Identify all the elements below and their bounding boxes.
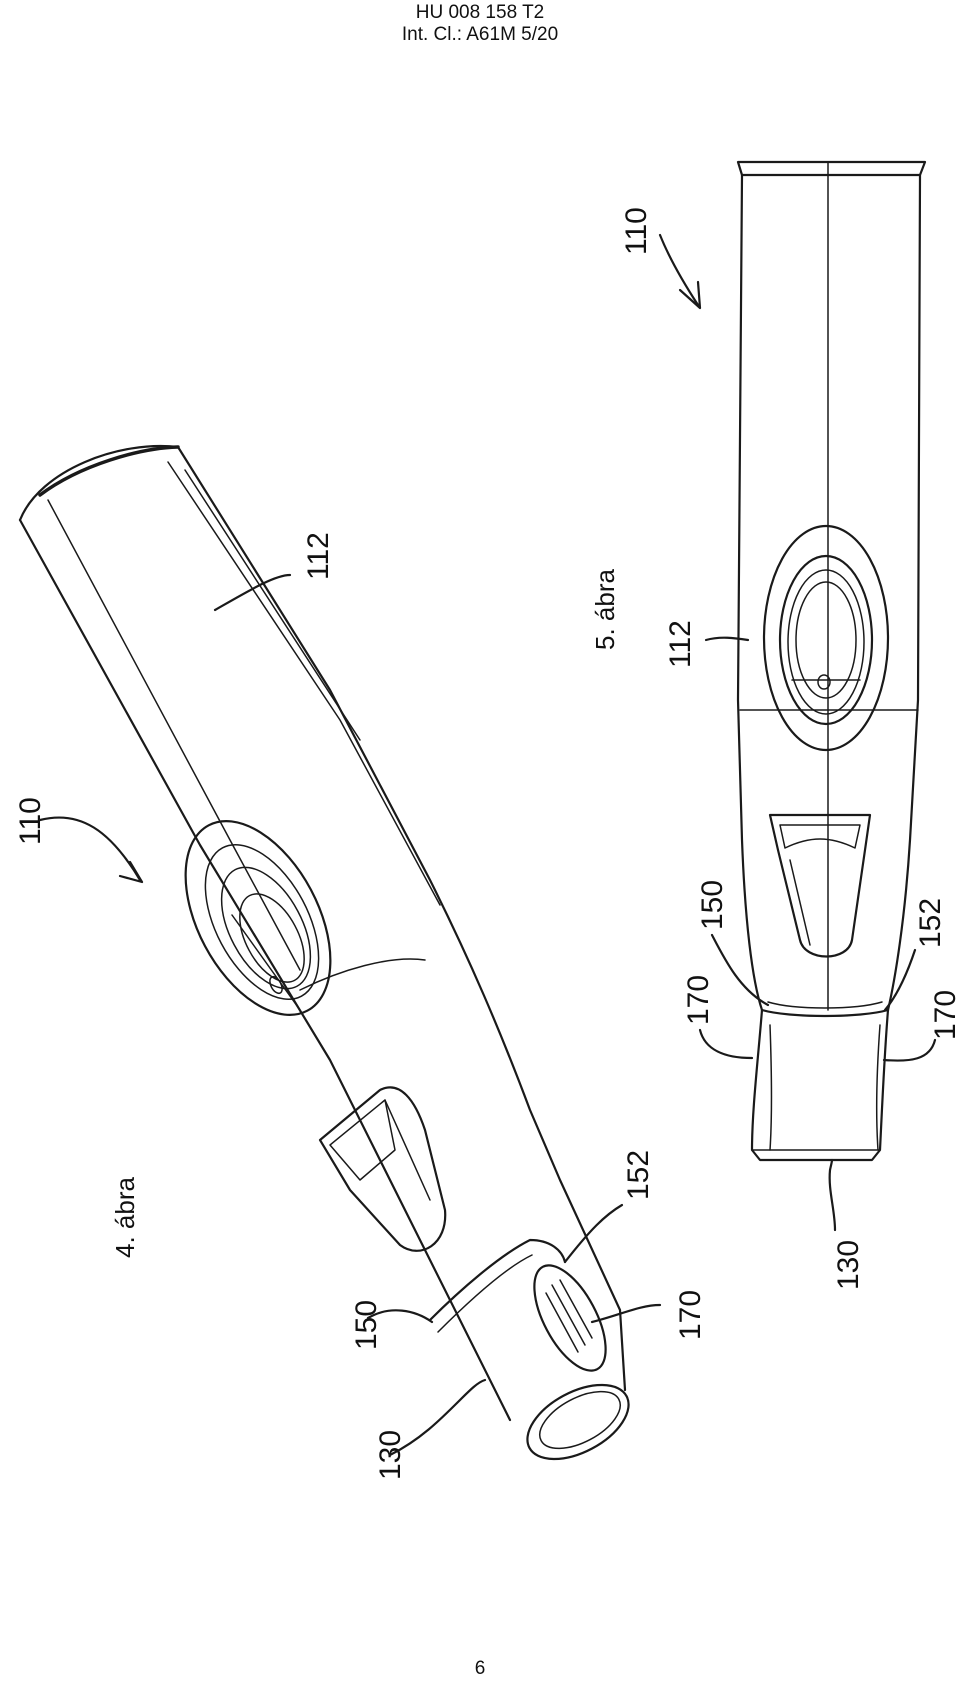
fig5-label-110: 110 <box>620 207 653 255</box>
fig5-top <box>736 160 927 177</box>
classification: Int. Cl.: A61M 5/20 <box>401 24 559 45</box>
fig5-body-right <box>886 173 922 1012</box>
fig4-grip <box>533 1264 607 1372</box>
fig5-label-170-right: 170 <box>929 990 960 1040</box>
fig5-label-170-left: 170 <box>682 975 715 1025</box>
fig5-tip <box>750 1008 890 1162</box>
fig5-label-150: 150 <box>696 880 729 930</box>
fig4-label-112: 112 <box>302 532 335 580</box>
fig4-body-left-edge <box>18 518 512 1422</box>
patent-number: HU 008 158 T2 <box>415 2 545 23</box>
fig4-label-152: 152 <box>622 1150 655 1200</box>
fig5-label-112: 112 <box>664 620 697 668</box>
fig5-label-130: 130 <box>832 1240 865 1290</box>
fig4-body-right-edge <box>176 445 627 1392</box>
fig4-tip-front <box>526 1383 630 1461</box>
figure-5-device <box>736 160 927 1162</box>
fig4-collar <box>428 1238 567 1322</box>
fig4-back-end <box>18 444 180 522</box>
figure-4-labels: 110 112 4. ábra 150 152 170 130 <box>14 532 707 1480</box>
fig5-caption: 5. ábra <box>590 569 620 650</box>
fig5-label-152: 152 <box>914 898 947 948</box>
fig5-body-left <box>736 173 764 1012</box>
figure-4-device <box>18 444 630 1461</box>
fig4-window <box>318 1086 447 1252</box>
fig5-button-outer <box>762 524 890 752</box>
page-number: 6 <box>474 1658 486 1679</box>
fig5-collar <box>760 1008 890 1018</box>
fig4-caption: 4. ábra <box>110 1177 140 1258</box>
figure-5-labels: 110 5. ábra 112 150 170 152 170 130 <box>590 207 960 1290</box>
fig4-label-150: 150 <box>350 1300 383 1350</box>
fig4-button-outer <box>184 820 332 1016</box>
fig4-label-170: 170 <box>674 1290 707 1340</box>
fig5-window <box>768 813 872 958</box>
fig4-label-110: 110 <box>14 797 47 845</box>
